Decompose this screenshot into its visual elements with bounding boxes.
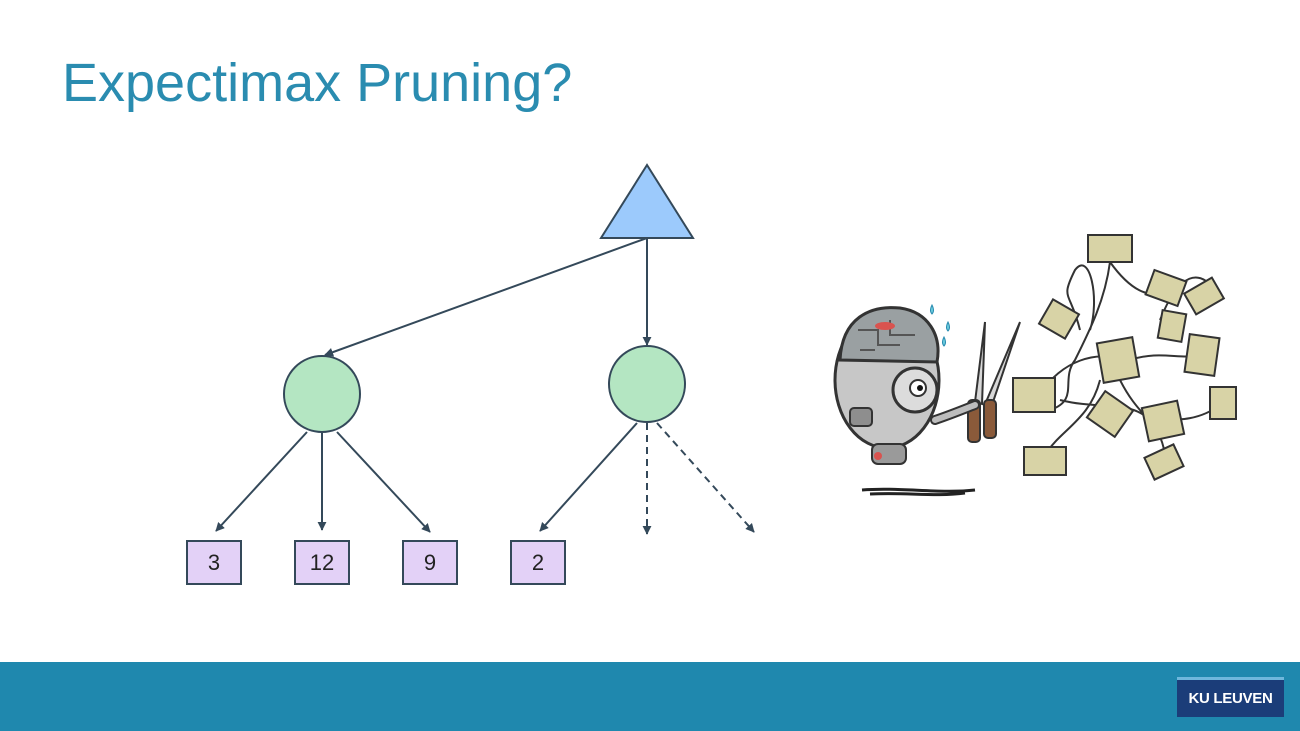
- leaf-node: 3: [186, 540, 242, 585]
- chance-node-right: [608, 345, 686, 423]
- edge-root-to-chance-left: [324, 237, 648, 357]
- expectimax-tree-diagram: 3 12 9 2: [186, 163, 1237, 585]
- chance-node-left: [283, 355, 361, 433]
- edge-chance-left-to-leaf-9: [336, 431, 431, 533]
- leaf-node: 2: [510, 540, 566, 585]
- slide-title: Expectimax Pruning?: [62, 53, 573, 113]
- leaf-value: 3: [208, 550, 220, 575]
- ku-leuven-logo: KU LEUVEN: [1177, 677, 1284, 717]
- leaf-value: 9: [424, 550, 436, 575]
- tangled-tree-icon: [1012, 234, 1237, 481]
- robot-pruning-icon: [833, 303, 1021, 497]
- leaf-node: 9: [402, 540, 458, 585]
- edge-chance-left-to-leaf-3: [215, 431, 308, 532]
- logo-text: KU LEUVEN: [1188, 690, 1273, 707]
- leaf-value: 2: [532, 550, 544, 575]
- pruned-edge-right: [656, 422, 755, 533]
- leaf-node: 12: [294, 540, 350, 585]
- footer-bar: [0, 662, 1300, 731]
- max-node-triangle: [599, 163, 695, 239]
- leaf-value: 12: [310, 550, 334, 575]
- edge-chance-right-to-leaf-2: [539, 422, 638, 532]
